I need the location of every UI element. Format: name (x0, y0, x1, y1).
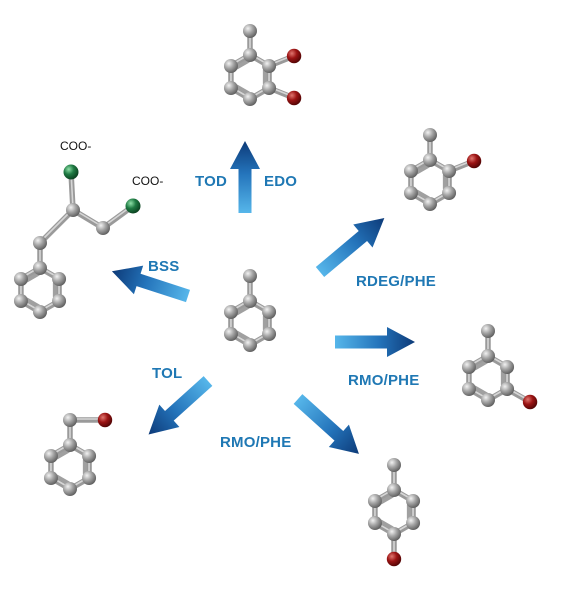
carbon-atom (96, 221, 110, 235)
carbon-atom (63, 438, 77, 452)
enzyme-label-tol: TOL (152, 365, 182, 382)
carbon-atom (500, 360, 515, 374)
arrow-up (230, 141, 260, 213)
carbon-atom (82, 471, 97, 485)
oxygen-atom (466, 153, 482, 169)
carbon-atom (262, 81, 277, 95)
carbon-atom (406, 516, 421, 530)
carbon-atom (243, 269, 257, 283)
carbon-atom (243, 338, 257, 352)
arrow-left (111, 265, 191, 303)
carbon-atom (243, 48, 257, 62)
carbon-atom (423, 128, 437, 142)
carbon-atom (481, 393, 495, 407)
molecule-toluene-center (223, 269, 277, 352)
carboxylate-label-right: COO- (132, 174, 163, 188)
enzyme-label-rmo-phe-meta: RMO/PHE (348, 372, 419, 389)
oxygen-atom (286, 90, 302, 106)
molecule-benzyl-alcohol (43, 412, 113, 496)
molecule-benzylsuccinate (13, 164, 141, 319)
carbon-atom (223, 59, 238, 73)
carbon-atom (13, 272, 28, 286)
carbon-atom (481, 324, 495, 338)
carbon-atom (13, 294, 28, 308)
molecule-o-cresol (403, 128, 482, 211)
carbon-atom (262, 305, 277, 319)
carbon-atom (52, 294, 67, 308)
carbon-atom (43, 471, 58, 485)
carbon-atom (63, 413, 77, 427)
molecule-m-cresol (461, 324, 538, 410)
carbon-atom (461, 382, 476, 396)
carbon-atom (33, 236, 47, 250)
enzyme-label-rmo-phe-para: RMO/PHE (220, 434, 291, 451)
carbon-atom (423, 197, 437, 211)
oxygen-atom (386, 551, 402, 567)
carboxylate-label-top: COO- (60, 139, 91, 153)
carbon-atom (262, 59, 277, 73)
carbon-atom (387, 458, 401, 472)
carbon-atom (82, 449, 97, 463)
molecule-p-cresol (367, 458, 421, 567)
carbon-atom (403, 186, 418, 200)
carbon-atom (223, 305, 238, 319)
enzyme-label-edo: EDO (264, 173, 297, 190)
carbon-atom (66, 203, 80, 217)
carbon-atom (243, 294, 257, 308)
carbon-atom (367, 494, 382, 508)
carbon-atom (403, 164, 418, 178)
oxygen-atom (97, 412, 113, 428)
carbon-atom (442, 186, 457, 200)
carbon-atom (33, 305, 47, 319)
enzyme-label-rdeg-phe: RDEG/PHE (356, 273, 436, 290)
carbon-atom (406, 494, 421, 508)
carbon-atom (243, 24, 257, 38)
carbon-atom (223, 327, 238, 341)
carbon-atom (387, 527, 401, 541)
enzyme-label-bss: BSS (148, 258, 179, 275)
carbon-atom (367, 516, 382, 530)
carbon-atom (481, 349, 495, 363)
oxygen-atom (522, 394, 538, 410)
arrow-upper-right (315, 218, 385, 277)
carbon-atom (223, 81, 238, 95)
oxygen-atom (286, 48, 302, 64)
carbon-atom (461, 360, 476, 374)
carbon-atom (243, 92, 257, 106)
arrow-lower-right (293, 394, 359, 454)
carbon-atom (43, 449, 58, 463)
arrow-lower-left (148, 376, 213, 435)
carbon-atom (52, 272, 67, 286)
enzyme-label-tod: TOD (195, 173, 227, 190)
carbon-atom (262, 327, 277, 341)
carboxylate-oxygen-atom (125, 198, 141, 214)
carboxylate-oxygen-atom (63, 164, 79, 180)
carbon-atom (387, 483, 401, 497)
carbon-atom (63, 482, 77, 496)
carbon-atom (442, 164, 457, 178)
carbon-atom (500, 382, 515, 396)
carbon-atom (423, 153, 437, 167)
arrow-right (335, 327, 415, 357)
carbon-atom (33, 261, 47, 275)
molecule-3-methylcatechol (223, 24, 302, 106)
